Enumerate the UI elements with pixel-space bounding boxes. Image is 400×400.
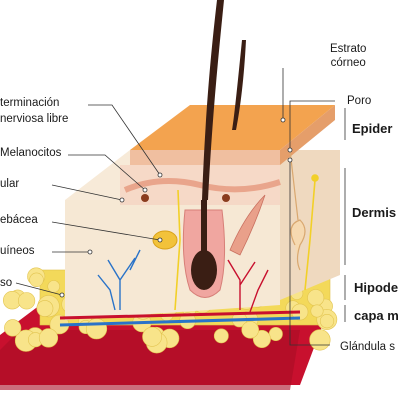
fat-cell <box>29 272 44 287</box>
fat-cell <box>85 318 108 340</box>
fat-cell <box>17 292 36 310</box>
label-estrato-line2: córneo <box>330 57 366 69</box>
fat-cell <box>252 329 271 348</box>
fat-cell <box>36 300 54 317</box>
label-terminacion-line2: nerviosa libre <box>0 113 69 125</box>
fat-cell <box>38 328 59 348</box>
label-graso: so <box>0 277 13 289</box>
label-estrato-line1: Estrato <box>330 43 367 55</box>
blood-vessels <box>59 249 301 327</box>
melanocytes <box>141 194 230 202</box>
fat-cell <box>241 320 259 339</box>
label-glandula: Glándula s <box>340 341 395 353</box>
hair-shaft <box>202 0 246 200</box>
leader-lines <box>15 68 346 346</box>
label-sebacea: ebácea <box>0 214 38 226</box>
fat-cell <box>310 304 324 318</box>
nerve-fibers <box>174 174 319 311</box>
fat-cell <box>47 280 61 293</box>
label-terminacion-line1: terminación <box>0 97 60 109</box>
label-epidermis: Epider <box>352 121 393 136</box>
label-sanguineos: uíneos <box>0 245 35 257</box>
hair-follicle <box>182 200 226 298</box>
label-estrato-corneo: Estrato córneo <box>330 42 366 70</box>
fat-cell <box>307 289 325 307</box>
fat-cell <box>213 328 229 344</box>
fat-cell <box>309 329 331 351</box>
sebaceous-gland <box>152 230 178 250</box>
label-poro: Poro <box>347 95 372 107</box>
fat-cell <box>319 314 335 329</box>
label-dermis: Dermis <box>352 205 397 220</box>
arrector-pili <box>229 194 266 256</box>
label-hipodermis: Hipode <box>354 280 399 295</box>
label-capa-muscular: capa m <box>354 308 399 323</box>
label-folicular: ular <box>0 178 20 190</box>
fat-cell <box>268 326 283 341</box>
label-melanocitos: Melanocitos <box>0 147 62 159</box>
fat-cell <box>142 326 163 347</box>
fat-cell <box>4 319 22 337</box>
